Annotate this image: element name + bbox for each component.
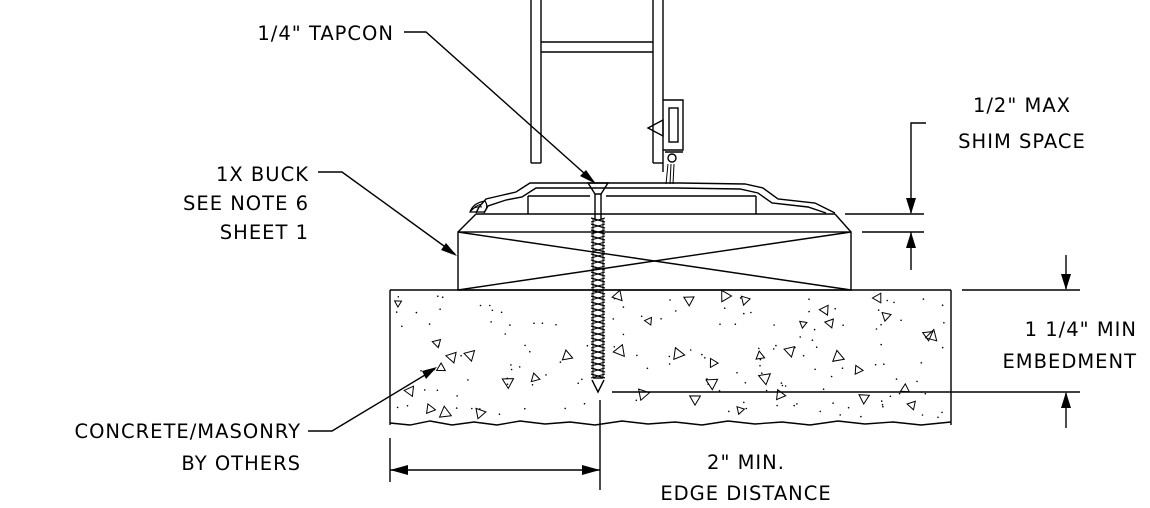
buck-label-line2: SEE NOTE 6 <box>183 192 309 215</box>
concrete-substrate <box>389 289 952 426</box>
shim-space-label-line2: SHIM SPACE <box>958 130 1086 153</box>
tapcon-label: 1/4" TAPCON <box>257 22 394 45</box>
sill-extrusion <box>469 182 836 215</box>
embedment-label-line2: EMBEDMENT <box>1002 350 1137 373</box>
shim-space-label-line1: 1/2" MAX <box>973 94 1071 117</box>
embedment-dimension <box>612 255 1080 428</box>
buck-label-line3: SHEET 1 <box>220 221 309 244</box>
tapcon-screw <box>590 194 606 394</box>
concrete-aggregate <box>393 289 945 420</box>
edge-distance-label-line2: EDGE DISTANCE <box>660 482 831 505</box>
buck-label-line1: 1X BUCK <box>216 163 309 186</box>
concrete-label-line1: CONCRETE/MASONRY <box>74 420 301 443</box>
leader-lines <box>308 31 596 432</box>
wood-buck <box>457 213 852 291</box>
embedment-label-line1: 1 1/4" MIN <box>1025 318 1137 341</box>
shim-space-dimension <box>845 122 926 270</box>
edge-distance-dimension <box>389 400 601 490</box>
concrete-label-line2: BY OTHERS <box>181 452 301 475</box>
edge-distance-label-line1: 2" MIN. <box>707 451 785 474</box>
window-frame <box>530 0 684 185</box>
